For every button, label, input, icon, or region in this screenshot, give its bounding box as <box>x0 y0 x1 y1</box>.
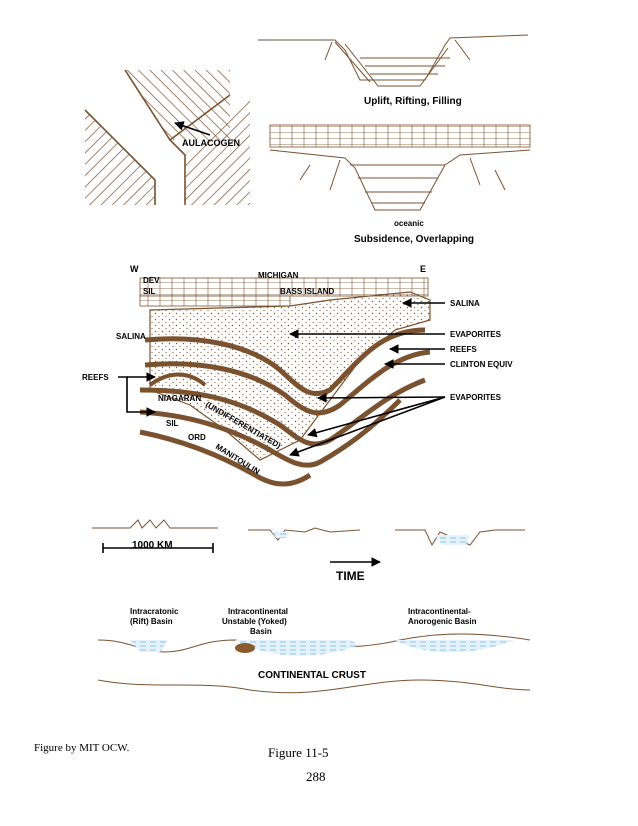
scale-label: 1000 KM <box>132 540 173 551</box>
basin-2-line-1: Intracontinental <box>228 607 288 616</box>
profile-2 <box>248 527 361 541</box>
basin-1-line-1: Intracratonic <box>130 607 179 616</box>
aulacogen-rift-edge-left <box>84 109 156 205</box>
rift-caption-bottom: Subsidence, Overlapping <box>354 234 474 245</box>
bass-island-label: BASS ISLAND <box>280 287 334 296</box>
reefs-left-bracket-1 <box>118 376 156 417</box>
reefs-right-label: REEFS <box>450 345 477 354</box>
evaporites-arrow-2a <box>317 393 446 403</box>
rift-caption-top: Uplift, Rifting, Filling <box>364 96 462 107</box>
strata-band-3 <box>139 377 426 447</box>
niagaran-label: NIAGARAN <box>158 394 201 403</box>
evaporites-arrow-2c <box>289 396 446 457</box>
aulacogen-rift-arm <box>169 94 231 141</box>
figure-caption: Figure 11-5 <box>268 745 329 760</box>
crust-label: CONTINENTAL CRUST <box>258 670 366 681</box>
aulacogen-block-left <box>85 110 155 205</box>
aulacogen-block-right <box>185 95 250 205</box>
strata-band-4 <box>139 398 402 468</box>
sil-lower-label: SIL <box>166 419 179 428</box>
evolution-sequence: 1000 KM TIME Intracratonic (Rift) Basin … <box>92 519 531 694</box>
clinton-label: CLINTON EQUIV <box>450 360 513 369</box>
basin-1-fill <box>130 640 168 652</box>
basin-3-fill <box>395 640 515 653</box>
michigan-cross-section: W E DEV SIL MICHIGAN BASS ISLAND SALINA … <box>82 264 513 487</box>
michigan-label: MICHIGAN <box>258 271 299 280</box>
reefs-left-label: REEFS <box>82 373 109 382</box>
aulacogen-block-top <box>125 70 230 140</box>
basin-2-sediment <box>235 643 255 653</box>
east-label: E <box>420 264 426 274</box>
basin-2-line-2: Unstable (Yoked) <box>222 617 287 626</box>
salina-left-label: SALINA <box>116 332 146 341</box>
rift-panel-upper: Uplift, Rifting, Filling <box>258 34 529 107</box>
evaporites-label-2: EVAPORITES <box>450 393 502 402</box>
strata-band-2 <box>144 349 431 416</box>
ord-label: ORD <box>188 433 206 442</box>
time-label: TIME <box>336 569 365 583</box>
basin-1-line-2: (Rift) Basin <box>130 617 173 626</box>
basin-2-line-3: Basin <box>250 627 272 636</box>
evaporites-arrow-2b <box>307 396 446 438</box>
basin-2-fill <box>235 640 360 656</box>
rift-panel-lower: oceanic Subsidence, Overlapping <box>269 124 531 245</box>
strata-band-5 <box>139 429 312 487</box>
moho-line <box>97 679 531 694</box>
bass-island-layer <box>139 295 291 307</box>
rift-oceanic-label: oceanic <box>394 219 424 228</box>
aulacogen-label: AULACOGEN <box>182 138 240 148</box>
figure-credit: Figure by MIT OCW. <box>34 742 130 754</box>
salina-right-label: SALINA <box>450 299 480 308</box>
evaporites-label-1: EVAPORITES <box>450 330 502 339</box>
aulacogen-rift-edge-mid <box>124 69 186 205</box>
aulacogen-pointer <box>174 121 211 136</box>
profile-1 <box>92 519 218 529</box>
strata-band-1 <box>144 327 426 397</box>
basin-3-line-2: Anorogenic Basin <box>408 617 477 626</box>
sil-label: SIL <box>143 287 156 296</box>
west-label: W <box>130 264 139 274</box>
aulacogen-panel: AULACOGEN <box>84 69 250 205</box>
page-number: 288 <box>306 769 326 784</box>
dev-label: DEV <box>143 276 160 285</box>
basin-3-line-1: Intracontinental- <box>408 607 471 616</box>
